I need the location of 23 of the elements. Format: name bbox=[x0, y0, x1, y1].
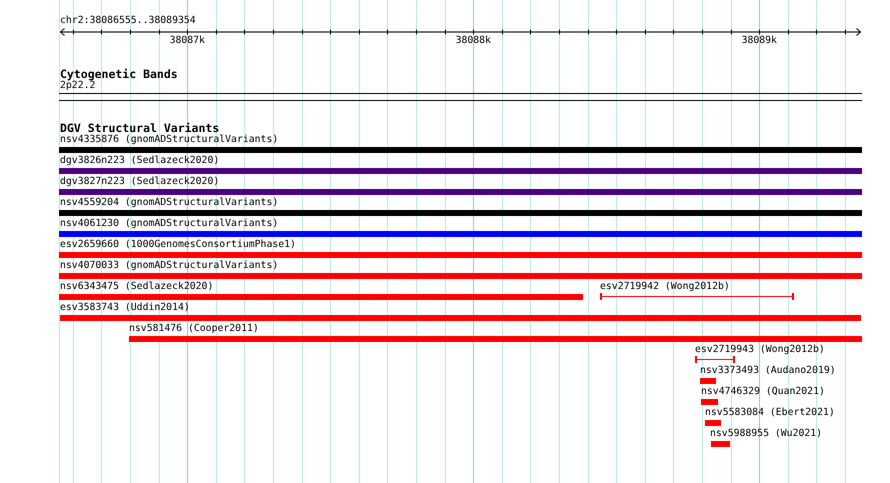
feature-label: nsv4335876 (gnomADStructuralVariants) bbox=[60, 134, 278, 146]
track-title: DGV Structural Variants bbox=[60, 122, 220, 134]
feature-label: nsv4559204 (gnomADStructuralVariants) bbox=[60, 197, 278, 209]
feature-label: nsv4061230 (gnomADStructuralVariants) bbox=[60, 218, 278, 230]
feature-label: nsv4070033 (gnomADStructuralVariants) bbox=[60, 260, 278, 272]
feature-label: nsv6343475 (Sedlazeck2020) bbox=[60, 281, 214, 293]
feature-label: nsv581476 (Cooper2011) bbox=[129, 323, 259, 335]
track-title: Cytogenetic Bands bbox=[60, 68, 178, 80]
tick-label: 38089k bbox=[742, 34, 777, 46]
tick-label: 38087k bbox=[170, 34, 205, 46]
feature-label: dgv3826n223 (Sedlazeck2020) bbox=[60, 155, 220, 167]
band-label: 2p22.2 bbox=[60, 80, 96, 92]
feature-label: nsv4746329 (Quan2021) bbox=[701, 386, 825, 398]
feature-label: esv2659660 (1000GenomesConsortiumPhase1) bbox=[60, 239, 296, 251]
feature-label: nsv5988955 (Wu2021) bbox=[710, 428, 822, 440]
feature-label: nsv5583084 (Ebert2021) bbox=[705, 407, 835, 419]
feature-label: esv2719942 (Wong2012b) bbox=[600, 281, 730, 293]
feature-label: esv2719943 (Wong2012b) bbox=[695, 344, 825, 356]
feature-label: esv3583743 (Uddin2014) bbox=[60, 302, 190, 314]
feature-label: dgv3827n223 (Sedlazeck2020) bbox=[60, 176, 220, 188]
feature-label: nsv3373493 (Audano2019) bbox=[700, 365, 836, 377]
tick-label: 38088k bbox=[456, 34, 491, 46]
locus-label: chr2:38086555..38089354 bbox=[60, 15, 196, 27]
